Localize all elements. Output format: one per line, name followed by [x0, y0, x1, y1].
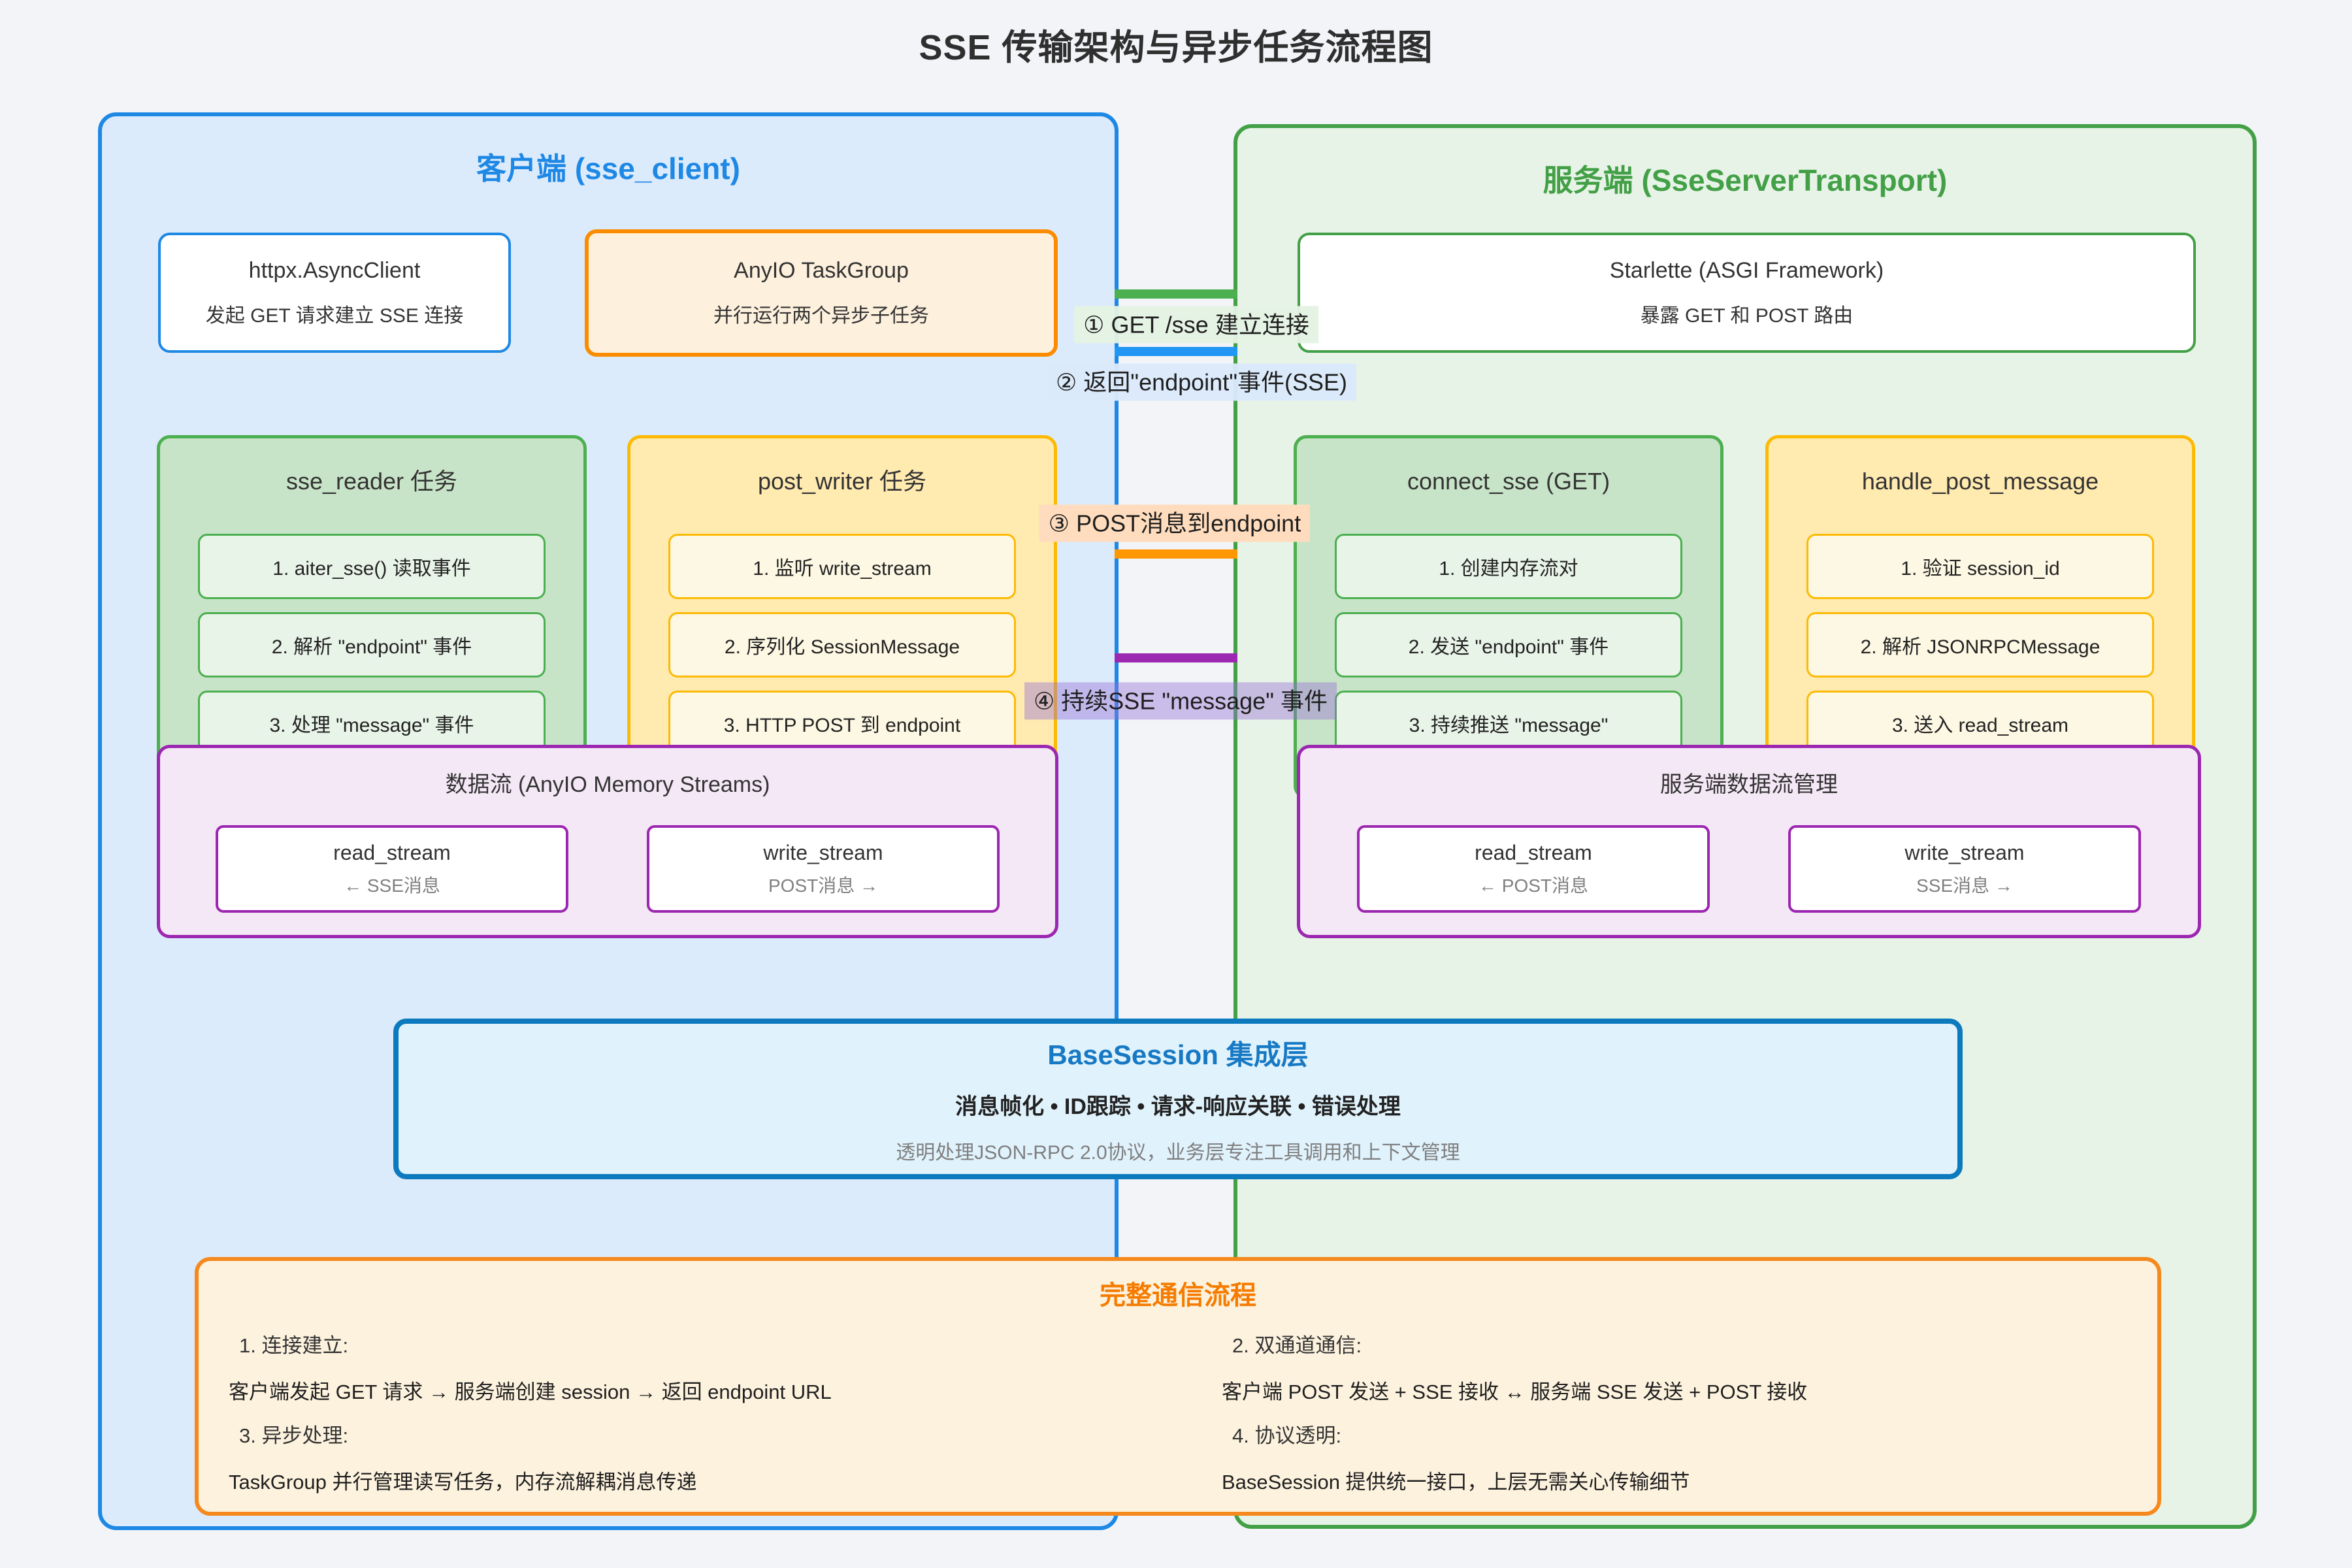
server-streams-title: 服务端数据流管理	[1660, 772, 1838, 797]
connector-label-3: ③ POST消息到endpoint	[1039, 504, 1311, 542]
flow-item-2-text: 客户端 POST 发送 + SSE 接收 ↔ 服务端 SSE 发送 + POST…	[1222, 1380, 1808, 1403]
httpx-title: httpx.AsyncClient	[248, 257, 421, 283]
server-read-stream: read_stream ← POST消息	[1357, 825, 1710, 913]
client-write-stream-name: write_stream	[763, 840, 883, 864]
connect-sse-step-2: 2. 发送 "endpoint" 事件	[1335, 612, 1682, 678]
flow-item-2-heading: 2. 双通道通信:	[1232, 1334, 1362, 1357]
connector-label-4: ④ 持续SSE "message" 事件	[1024, 682, 1337, 720]
server-read-stream-name: read_stream	[1475, 840, 1592, 864]
httpx-subtitle: 发起 GET 请求建立 SSE 连接	[205, 304, 464, 327]
post-writer-title: post_writer 任务	[757, 468, 927, 495]
base-session-note: 透明处理JSON-RPC 2.0协议，业务层专注工具调用和上下文管理	[896, 1142, 1460, 1164]
anyio-taskgroup-box: AnyIO TaskGroup 并行运行两个异步子任务	[585, 229, 1058, 357]
sse-reader-step-1: 1. aiter_sse() 读取事件	[198, 534, 546, 599]
flow-item-4-text: BaseSession 提供统一接口，上层无需关心传输细节	[1222, 1471, 1690, 1494]
taskgroup-subtitle: 并行运行两个异步子任务	[713, 305, 929, 327]
handle-post-step-2: 2. 解析 JSONRPCMessage	[1806, 612, 2154, 678]
client-memory-streams-box: 数据流 (AnyIO Memory Streams) read_stream ←…	[157, 745, 1058, 938]
handle-post-step-1: 1. 验证 session_id	[1806, 534, 2154, 599]
connector-label-2: ② 返回"endpoint"事件(SSE)	[1047, 363, 1356, 401]
server-memory-streams-box: 服务端数据流管理 read_stream ← POST消息 write_stre…	[1297, 745, 2201, 938]
client-read-stream-name: read_stream	[333, 840, 451, 864]
sse-reader-step-2: 2. 解析 "endpoint" 事件	[198, 612, 546, 678]
flow-title: 完整通信流程	[1100, 1281, 1256, 1310]
flow-item-4-heading: 4. 协议透明:	[1232, 1424, 1342, 1447]
server-write-stream-name: write_stream	[1904, 840, 2025, 864]
server-write-stream-desc: SSE消息 →	[1916, 875, 2013, 896]
client-write-stream: write_stream POST消息 →	[647, 825, 1000, 913]
flow-item-4: 4. 协议透明: BaseSession 提供统一接口，上层无需关心传输细节	[1222, 1419, 2127, 1495]
flow-item-3-heading: 3. 异步处理:	[239, 1424, 349, 1447]
sse-reader-steps: 1. aiter_sse() 读取事件 2. 解析 "endpoint" 事件 …	[198, 534, 546, 756]
base-session-title: BaseSession 集成层	[1047, 1039, 1309, 1070]
flow-item-1-heading: 1. 连接建立:	[239, 1334, 349, 1357]
connector-line-get-sse	[1115, 289, 1237, 299]
server-read-stream-desc: ← POST消息	[1478, 875, 1588, 896]
server-lane-title: 服务端 (SseServerTransport)	[1543, 163, 1948, 197]
post-writer-steps: 1. 监听 write_stream 2. 序列化 SessionMessage…	[668, 534, 1016, 756]
flow-grid: 1. 连接建立: 客户端发起 GET 请求 → 服务端创建 session → …	[229, 1329, 2127, 1495]
client-write-stream-desc: POST消息 →	[768, 875, 878, 896]
flow-item-3-text: TaskGroup 并行管理读写任务，内存流解耦消息传递	[229, 1471, 697, 1494]
connector-line-endpoint-event	[1115, 347, 1237, 356]
connector-line-post-message	[1115, 549, 1237, 559]
base-session-layer-box: BaseSession 集成层 消息帧化 • ID跟踪 • 请求-响应关联 • …	[393, 1019, 1963, 1179]
starlette-title: Starlette (ASGI Framework)	[1609, 257, 1884, 283]
page-title: SSE 传输架构与异步任务流程图	[919, 28, 1433, 67]
base-session-features: 消息帧化 • ID跟踪 • 请求-响应关联 • 错误处理	[955, 1094, 1401, 1119]
starlette-box: Starlette (ASGI Framework) 暴露 GET 和 POST…	[1298, 233, 2196, 353]
post-writer-step-2: 2. 序列化 SessionMessage	[668, 612, 1016, 678]
server-streams-pair: read_stream ← POST消息 write_stream SSE消息 …	[1300, 825, 2198, 913]
handle-post-steps: 1. 验证 session_id 2. 解析 JSONRPCMessage 3.…	[1806, 534, 2154, 756]
flow-item-1: 1. 连接建立: 客户端发起 GET 请求 → 服务端创建 session → …	[229, 1329, 1215, 1405]
handle-post-title: handle_post_message	[1861, 468, 2099, 495]
sse-reader-title: sse_reader 任务	[286, 468, 458, 495]
connector-line-sse-message	[1115, 653, 1237, 662]
httpx-async-client-box: httpx.AsyncClient 发起 GET 请求建立 SSE 连接	[158, 233, 511, 353]
client-read-stream-desc: ← SSE消息	[344, 875, 440, 896]
flow-item-2: 2. 双通道通信: 客户端 POST 发送 + SSE 接收 ↔ 服务端 SSE…	[1222, 1329, 2127, 1405]
handle-post-message-task-box: handle_post_message 1. 验证 session_id 2. …	[1765, 435, 2195, 799]
connect-sse-step-1: 1. 创建内存流对	[1335, 534, 1682, 599]
connector-label-1: ① GET /sse 建立连接	[1074, 306, 1318, 344]
client-streams-title: 数据流 (AnyIO Memory Streams)	[445, 772, 770, 797]
taskgroup-title: AnyIO TaskGroup	[734, 258, 909, 283]
flow-item-3: 3. 异步处理: TaskGroup 并行管理读写任务，内存流解耦消息传递	[229, 1419, 1215, 1495]
server-lane: 服务端 (SseServerTransport) Starlette (ASGI…	[1233, 124, 2257, 1529]
sse-reader-task-box: sse_reader 任务 1. aiter_sse() 读取事件 2. 解析 …	[157, 435, 587, 799]
server-write-stream: write_stream SSE消息 →	[1788, 825, 2141, 913]
flow-item-1-text: 客户端发起 GET 请求 → 服务端创建 session → 返回 endpoi…	[229, 1380, 832, 1403]
connect-sse-steps: 1. 创建内存流对 2. 发送 "endpoint" 事件 3. 持续推送 "m…	[1335, 534, 1682, 756]
client-lane-title: 客户端 (sse_client)	[476, 152, 740, 186]
post-writer-step-1: 1. 监听 write_stream	[668, 534, 1016, 599]
post-writer-task-box: post_writer 任务 1. 监听 write_stream 2. 序列化…	[627, 435, 1057, 799]
client-streams-pair: read_stream ← SSE消息 write_stream POST消息 …	[160, 825, 1055, 913]
connect-sse-title: connect_sse (GET)	[1407, 468, 1610, 495]
connect-sse-task-box: connect_sse (GET) 1. 创建内存流对 2. 发送 "endpo…	[1294, 435, 1723, 799]
communication-flow-box: 完整通信流程 1. 连接建立: 客户端发起 GET 请求 → 服务端创建 ses…	[195, 1257, 2161, 1516]
starlette-subtitle: 暴露 GET 和 POST 路由	[1640, 304, 1854, 327]
client-read-stream: read_stream ← SSE消息	[216, 825, 568, 913]
